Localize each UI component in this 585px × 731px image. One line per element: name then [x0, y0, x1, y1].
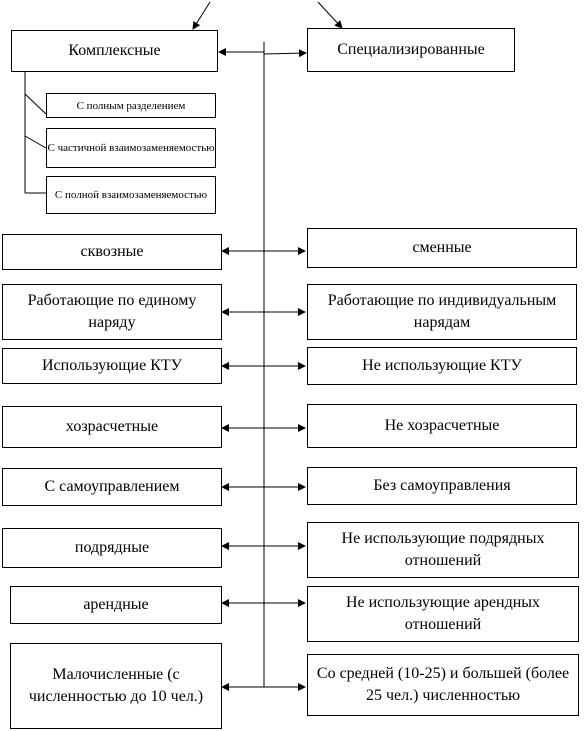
top-link-right: [263, 49, 307, 58]
right-box-medium-large: Со средней (10-25) и большей (более 25 ч…: [307, 654, 579, 716]
incoming-arrow-left: [192, 1, 211, 30]
left-box-small: Малочисленные (с численностью до 10 чел.…: [10, 643, 222, 729]
left-box-contract: подрядные: [2, 528, 222, 568]
subtype-full-separation: С полным разделением: [46, 93, 216, 118]
right-box-no-self-management: Без самоуправления: [307, 467, 577, 505]
right-box-no-contract: Не использующие подрядных отношений: [307, 522, 579, 578]
box-specialized: Специализированные: [307, 28, 515, 72]
left-box-ktu: Использующие КТУ: [2, 348, 222, 384]
left-box-self-financing: хозрасчетные: [2, 406, 222, 448]
right-box-shift: сменные: [307, 228, 577, 268]
left-box-single-order: Работающие по единому наряду: [2, 284, 222, 340]
right-box-individual-orders: Работающие по индивидуальным нарядам: [307, 284, 577, 340]
right-box-no-ktu: Не использующие КТУ: [307, 347, 577, 385]
box-complex: Комплексные: [11, 30, 218, 72]
subtype-partial-interchange: С частичной взаимозаменяемостью: [46, 128, 216, 168]
subtype-full-interchange: С полной взаимозаменяемостью: [46, 176, 216, 214]
right-box-non-self-financing: Не хозрасчетные: [307, 404, 577, 448]
incoming-arrow-right: [317, 1, 343, 29]
left-box-self-management: С самоуправлением: [2, 468, 222, 506]
left-box-lease: арендные: [10, 586, 222, 624]
right-box-no-lease: Не использующие арендных отношений: [307, 586, 579, 642]
left-box-through: сквозные: [2, 234, 222, 270]
